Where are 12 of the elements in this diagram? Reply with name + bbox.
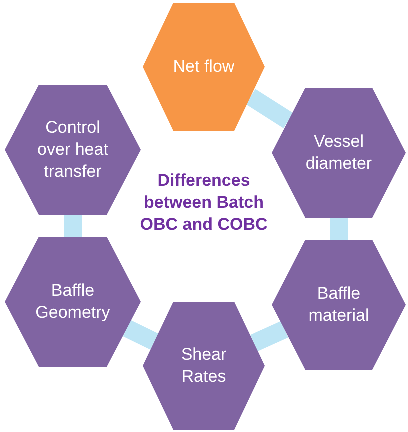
connector-band	[123, 320, 158, 350]
node-label: Baffle material	[308, 282, 370, 327]
connector-band	[330, 218, 348, 240]
node-label: Net flow	[173, 56, 235, 78]
connector-band	[250, 321, 288, 352]
center-title: Differences between Batch OBC and COBC	[140, 170, 268, 236]
node-label: Vessel diameter	[304, 130, 374, 175]
node-label: Shear Rates	[180, 344, 228, 388]
node-label: Baffle Geometry	[34, 280, 112, 324]
connector-band	[246, 89, 294, 128]
node-label: Control over heat transfer	[36, 116, 110, 184]
connector-band	[64, 215, 82, 237]
